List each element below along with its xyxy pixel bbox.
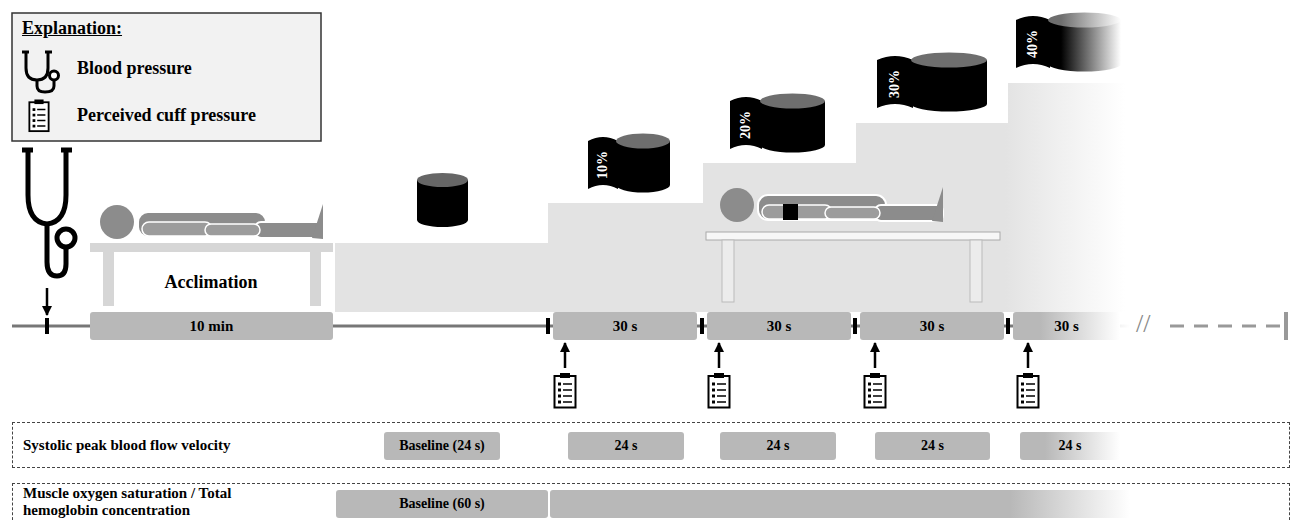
arrow (565, 343, 1028, 368)
box-label: 10 min (190, 318, 234, 335)
cuff-top (616, 134, 670, 149)
measurement-table (706, 232, 1000, 302)
measurement-row: Muscle oxygen saturation / Total hemoglo… (12, 483, 1290, 520)
box-label: Baseline (24 s) (399, 438, 485, 454)
timeline-continuation (1170, 325, 1284, 328)
timeline-end (1284, 312, 1288, 340)
stethoscope-icon (22, 150, 75, 276)
measure-box: Baseline (60 s) (336, 490, 548, 518)
box-label: 30 s (920, 318, 945, 335)
cuff-band (588, 137, 618, 189)
box-label: 24 s (767, 438, 790, 454)
pressure-percent: 10% (595, 151, 611, 179)
acclimation-table (90, 243, 333, 306)
box-label: 30 s (767, 318, 792, 335)
cuff-body (616, 178, 670, 193)
measurement-row: Systolic peak blood flow velocity Baselin… (12, 422, 1290, 468)
cuff-icon (417, 173, 468, 227)
legend-box (12, 13, 321, 141)
legend-text: Blood pressure (77, 59, 192, 79)
staircase-ground (335, 83, 1130, 312)
cuff-top (760, 94, 825, 109)
box-label: 30 s (613, 318, 638, 335)
pressure-percent: 30% (887, 70, 903, 98)
cuff-icon: 40% (1016, 12, 1121, 72)
cuff-band (730, 97, 762, 149)
measure-box: Baseline (24 s) (384, 432, 500, 460)
questionnaire-icon (29, 100, 48, 132)
questionnaire-icon (709, 373, 730, 408)
box-label: 24 s (921, 438, 944, 454)
cuff-body (1048, 57, 1121, 72)
recording-bar (550, 490, 1130, 518)
questionnaire-icon (555, 373, 576, 408)
break-mark: // (1136, 310, 1150, 339)
legend-text: Perceived cuff pressure (77, 106, 256, 126)
arrow (46, 288, 49, 315)
phase-box: 10 min (90, 312, 333, 340)
box-label: 24 s (615, 438, 638, 454)
cuff-band (877, 56, 913, 108)
pressure-percent: 20% (738, 111, 754, 139)
phase-label: Acclimation (165, 273, 258, 293)
measure-box: 24 s (720, 432, 836, 460)
cuff-icon: 10% (588, 133, 670, 193)
measure-box: 24 s (875, 432, 990, 460)
stethoscope-icon (22, 52, 59, 92)
phase-box: 30 s (707, 312, 851, 340)
box-label: Baseline (60 s) (399, 496, 485, 512)
phase-box: 30 s (860, 312, 1004, 340)
cuff-icon: 20% (730, 93, 825, 153)
pressure-percent: 40% (1025, 30, 1041, 58)
measure-box: 24 s (568, 432, 684, 460)
phase-box: 30 s (1013, 312, 1120, 340)
cuff-top (911, 53, 987, 68)
cuff-body (760, 138, 825, 153)
cuff-band (1016, 16, 1050, 68)
lying-person-cuffed (720, 187, 943, 222)
row-label: Systolic peak blood flow velocity (23, 437, 343, 454)
questionnaire-icon (1018, 373, 1039, 408)
box-label: 30 s (1054, 318, 1079, 335)
cuff-top (1048, 13, 1121, 28)
measure-box: 24 s (1020, 432, 1120, 460)
box-label: 24 s (1059, 438, 1082, 454)
questionnaire-icon (865, 373, 886, 408)
cuff-body (911, 97, 987, 112)
lying-person (100, 204, 323, 239)
row-label: Muscle oxygen saturation / Total hemoglo… (23, 485, 273, 518)
legend-heading: Explanation: (22, 19, 122, 39)
phase-box: 30 s (553, 312, 697, 340)
cuff-icon: 30% (877, 52, 987, 112)
